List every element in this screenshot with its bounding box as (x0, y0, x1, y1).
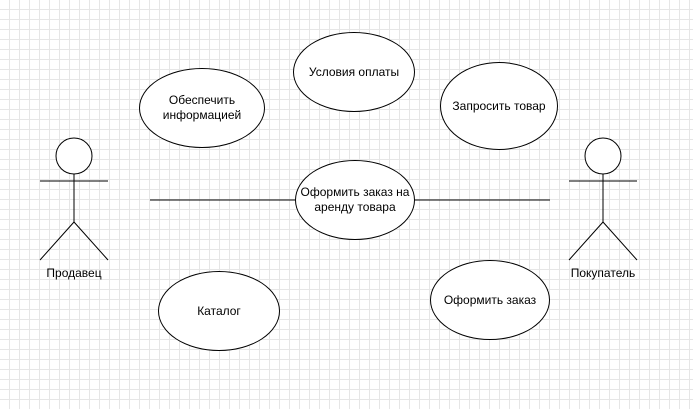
usecase-place-order[interactable]: Оформить заказ (430, 260, 550, 340)
usecase-catalog[interactable]: Каталог (158, 271, 280, 351)
seller-actor-label: Продавец (46, 266, 102, 280)
usecase-payment-terms[interactable]: Условия оплаты (293, 32, 415, 112)
buyer-actor-label: Покупатель (570, 266, 636, 280)
usecase-request-item[interactable]: Запросить товар (440, 62, 558, 150)
seller-actor-icon[interactable] (39, 137, 109, 261)
buyer-actor-icon[interactable] (568, 137, 638, 261)
usecase-rent-order[interactable]: Оформить заказ на аренду товара (295, 160, 415, 240)
usecase-provide-info[interactable]: Обеспечить информацией (139, 68, 265, 148)
